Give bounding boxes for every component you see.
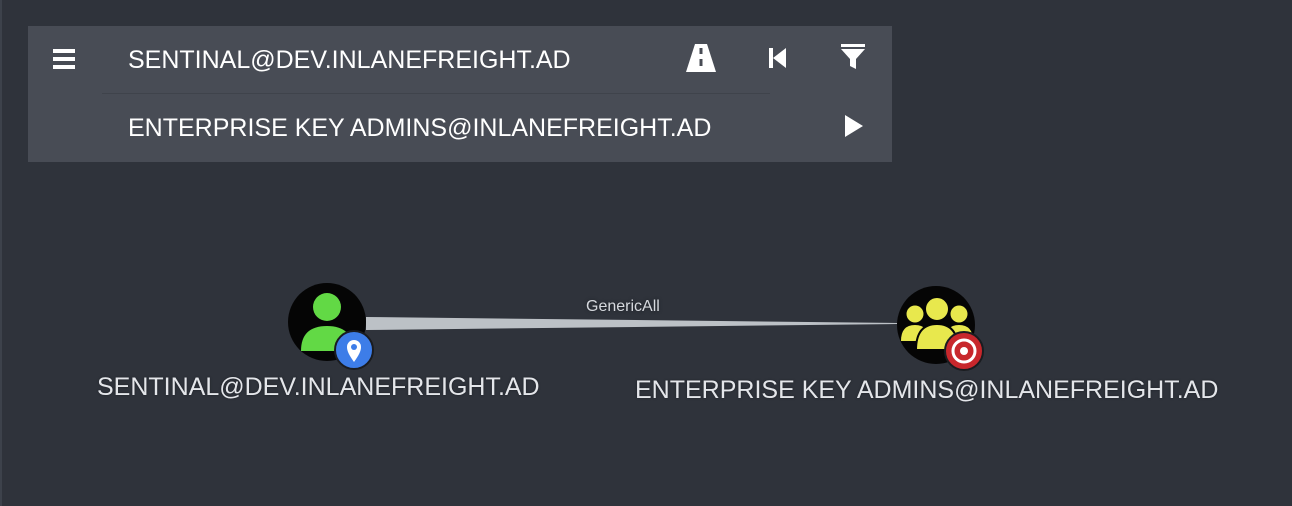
pathfinding-panel: SENTINAL@DEV.INLANEFREIGHT.AD ENTERPRISE… [28, 26, 892, 162]
play-button[interactable] [836, 110, 872, 146]
target-node-input[interactable]: ENTERPRISE KEY ADMINS@INLANEFREIGHT.AD [128, 114, 712, 142]
back-button[interactable] [763, 42, 799, 78]
filter-icon [841, 44, 865, 69]
window-edge [0, 0, 2, 506]
target-icon [944, 331, 984, 371]
edge-genericall[interactable] [366, 317, 897, 330]
start-node-input[interactable]: SENTINAL@DEV.INLANEFREIGHT.AD [128, 46, 571, 74]
group-node-enterprise-key-admins[interactable] [897, 286, 984, 371]
pathfinding-button[interactable] [683, 42, 719, 78]
row-divider [102, 93, 770, 94]
start-marker-icon [334, 330, 374, 370]
edge-label: GenericAll [586, 298, 660, 315]
filter-button[interactable] [836, 40, 872, 76]
start-node-row: SENTINAL@DEV.INLANEFREIGHT.AD [28, 26, 892, 94]
road-icon [686, 44, 716, 72]
user-node-sentinal[interactable] [288, 283, 374, 370]
group-icon [901, 296, 973, 351]
step-backward-icon [769, 48, 786, 68]
node-label-target: ENTERPRISE KEY ADMINS@INLANEFREIGHT.AD [635, 376, 1219, 404]
play-icon [845, 115, 863, 137]
hamburger-menu-icon [53, 49, 75, 69]
target-node-row: ENTERPRISE KEY ADMINS@INLANEFREIGHT.AD [28, 94, 892, 162]
node-label-source: SENTINAL@DEV.INLANEFREIGHT.AD [97, 373, 540, 401]
menu-button[interactable] [50, 44, 80, 74]
